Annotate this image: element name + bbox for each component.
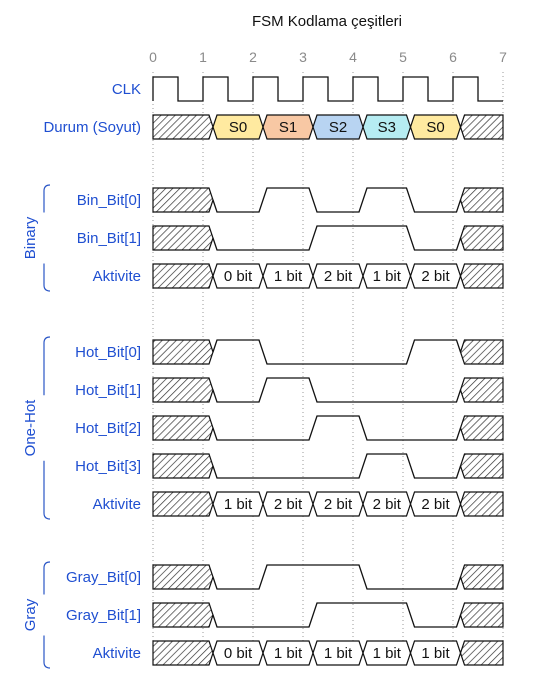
bit-waveform: [212, 339, 462, 365]
activity-value: 1 bit: [324, 645, 353, 662]
time-tick-label: 5: [399, 49, 407, 65]
diagram-title: FSM Kodlama çeşitleri: [252, 13, 402, 30]
bit-waveform: [212, 187, 462, 213]
group-name-gap: [40, 594, 48, 636]
time-tick-label: 4: [349, 49, 357, 65]
bit-waveform: [212, 564, 462, 590]
unknown-hatch-region: [459, 640, 504, 666]
activity-value: 2 bit: [421, 268, 450, 285]
unknown-hatch-region: [459, 415, 504, 441]
unknown-hatch-region: [152, 377, 214, 403]
state-value: S3: [378, 119, 396, 136]
unknown-hatch-region: [459, 453, 504, 479]
signal-label: Gray_Bit[1]: [66, 607, 141, 624]
unknown-hatch-region: [152, 640, 214, 666]
bit-waveform: [212, 377, 462, 403]
unknown-hatch-region: [459, 263, 504, 289]
unknown-hatch-region: [152, 415, 214, 441]
signal-label: Hot_Bit[3]: [75, 458, 141, 475]
activity-value: 2 bit: [324, 496, 353, 513]
activity-value: 1 bit: [274, 268, 303, 285]
signal-label: Hot_Bit[2]: [75, 420, 141, 437]
bit-waveform: [212, 453, 462, 479]
activity-value: 0 bit: [224, 645, 253, 662]
unknown-hatch-region: [152, 564, 214, 590]
time-tick-label: 2: [249, 49, 257, 65]
activity-value: 2 bit: [274, 496, 303, 513]
encoding-group-gray: Gray_Bit[0] Gray_Bit[1] Aktivite 0 bit 1 bit…: [22, 561, 504, 669]
time-tick-label: 0: [149, 49, 157, 65]
time-tick-label: 3: [299, 49, 307, 65]
encoding-group-one-hot: Hot_Bit[0] Hot_Bit[1] Hot_Bit[2] Hot_Bit[3]…: [22, 336, 504, 520]
unknown-hatch-region: [152, 602, 214, 628]
activity-value: 2 bit: [421, 496, 450, 513]
activity-cell: [409, 640, 462, 666]
signal-label: Bin_Bit[0]: [77, 192, 141, 209]
activity-cell: [409, 263, 462, 289]
unknown-hatch-region: [152, 114, 214, 140]
unknown-hatch-region: [152, 339, 214, 365]
group-name-gap: [40, 212, 48, 264]
signal-label: Bin_Bit[1]: [77, 230, 141, 247]
unknown-hatch-region: [459, 602, 504, 628]
activity-value: 1 bit: [274, 645, 303, 662]
signal-label: Hot_Bit[0]: [75, 344, 141, 361]
bit-waveform: [212, 225, 462, 251]
unknown-hatch-region: [459, 491, 504, 517]
clk-label: CLK: [112, 81, 141, 98]
activity-value: 1 bit: [224, 496, 253, 513]
bit-waveform: [212, 602, 462, 628]
state-value: S2: [329, 119, 347, 136]
state-label: Durum (Soyut): [43, 119, 141, 136]
group-name-gap: [40, 395, 48, 461]
signal-label: Hot_Bit[1]: [75, 382, 141, 399]
unknown-hatch-region: [459, 339, 504, 365]
time-tick-label: 7: [499, 49, 507, 65]
bit-waveform: [212, 415, 462, 441]
activity-value: 0 bit: [224, 268, 253, 285]
unknown-hatch-region: [152, 453, 214, 479]
activity-value: 2 bit: [373, 496, 402, 513]
encoding-group-binary: Bin_Bit[0] Bin_Bit[1] Aktivite 0 bit 1 bit 2 …: [22, 184, 504, 292]
activity-value: 1 bit: [373, 645, 402, 662]
clk-waveform: [152, 76, 503, 102]
unknown-hatch-region: [152, 263, 214, 289]
unknown-hatch-region: [459, 225, 504, 251]
time-tick-label: 6: [449, 49, 457, 65]
activity-value: 2 bit: [324, 268, 353, 285]
group-name: One-Hot: [22, 399, 39, 457]
unknown-hatch-region: [459, 564, 504, 590]
activity-cell: [409, 491, 462, 517]
state-value: S0: [426, 119, 444, 136]
signal-label: Gray_Bit[0]: [66, 569, 141, 586]
unknown-hatch-region: [152, 491, 214, 517]
unknown-hatch-region: [152, 187, 214, 213]
activity-label: Aktivite: [93, 496, 141, 513]
activity-value: 1 bit: [421, 645, 450, 662]
unknown-hatch-region: [459, 187, 504, 213]
state-value: S1: [279, 119, 297, 136]
activity-label: Aktivite: [93, 268, 141, 285]
state-value: S0: [229, 119, 247, 136]
unknown-hatch-region: [152, 225, 214, 251]
state-cell: [409, 114, 462, 140]
unknown-hatch-region: [459, 377, 504, 403]
time-tick-label: 1: [199, 49, 207, 65]
activity-label: Aktivite: [93, 645, 141, 662]
activity-value: 1 bit: [373, 268, 402, 285]
unknown-hatch-region: [459, 114, 504, 140]
group-name: Binary: [22, 216, 39, 259]
group-name: Gray: [22, 598, 39, 631]
